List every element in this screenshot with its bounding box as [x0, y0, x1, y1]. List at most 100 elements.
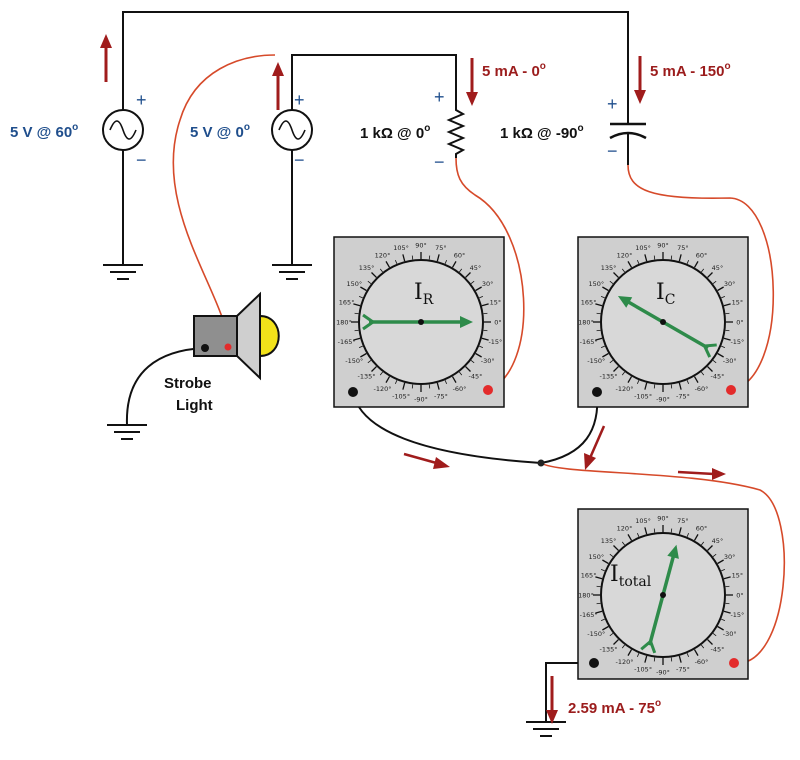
meter-ic-red-terminal: [726, 385, 736, 395]
dial-label: -135°: [600, 646, 618, 654]
dial-tick: [595, 610, 603, 614]
dial-label: 180°: [336, 318, 352, 326]
dial-label: -15°: [730, 338, 744, 346]
probe-wires: [172, 54, 786, 664]
dial-label: -165°: [338, 338, 356, 346]
meter-itotal-red-terminal: [729, 658, 739, 668]
dial-label: -135°: [358, 373, 376, 381]
strobe-lens-housing: [236, 291, 261, 381]
dial-tick: [693, 534, 699, 541]
dial-tick: [483, 329, 488, 332]
dial-tick: [470, 280, 475, 284]
dial-label: -105°: [634, 393, 652, 401]
dial-tick: [367, 360, 372, 364]
dial-tick: [600, 568, 605, 572]
dial-label: 150°: [588, 553, 604, 561]
dial-label: -30°: [481, 357, 495, 365]
dial-tick: [595, 576, 603, 580]
inner-rail-wire: [291, 54, 457, 110]
dial-tick: [465, 272, 471, 278]
dial-tick: [411, 255, 414, 260]
dial-tick: [725, 585, 730, 588]
dial-tick: [600, 345, 605, 349]
dial-label: 30°: [482, 280, 494, 288]
dial-tick: [678, 382, 682, 390]
dial-label: 0°: [736, 318, 743, 326]
dial-tick: [470, 360, 475, 364]
dial-label: 45°: [712, 264, 724, 272]
dial-tick: [621, 644, 625, 649]
dial-label: 105°: [635, 244, 651, 252]
needle-tail: [703, 345, 712, 358]
ac-source-1-minus: −: [136, 150, 147, 170]
dial-label: -90°: [414, 395, 428, 403]
dial-label: 150°: [346, 280, 362, 288]
dial-tick: [436, 254, 440, 262]
dial-tick: [596, 312, 601, 315]
dial-tick: [670, 384, 673, 389]
meter-itotal-needle: [640, 544, 679, 654]
dial-label: -15°: [488, 338, 502, 346]
dial-tick: [717, 286, 724, 292]
dial-label: 90°: [657, 514, 669, 522]
dial-tick: [701, 644, 705, 649]
dial-tick: [479, 345, 484, 349]
dial-tick: [686, 532, 690, 537]
meter-ir: 0°15°30°45°60°75°90°105°120°135°150°165°…: [333, 236, 505, 408]
dial-label: 30°: [724, 553, 736, 561]
dial-tick: [693, 376, 699, 383]
dial-tick: [358, 345, 363, 349]
dial-label: -60°: [695, 658, 709, 666]
dial-label: -105°: [392, 393, 410, 401]
dial-label: 75°: [435, 244, 447, 252]
ac-source-1: + − 5 V @ 60o: [10, 90, 147, 170]
dial-tick: [602, 625, 609, 631]
dial-tick: [707, 272, 713, 278]
dial-tick: [602, 286, 609, 292]
top-rail-wire: [122, 11, 629, 110]
dial-label: 105°: [635, 517, 651, 525]
meter-itotal: 0°15°30°45°60°75°90°105°120°135°150°165°…: [577, 508, 749, 680]
dial-tick: [613, 272, 619, 278]
ground-4: [526, 721, 566, 737]
dial-tick: [428, 384, 431, 389]
dial-tick: [653, 255, 656, 260]
itotal-red-probe-wire: [540, 462, 786, 664]
dial-label: -15°: [730, 611, 744, 619]
dial-label: -75°: [676, 393, 690, 401]
dial-tick: [402, 382, 406, 390]
dial-label: 90°: [657, 241, 669, 249]
meter-ir-ticks: 0°15°30°45°60°75°90°105°120°135°150°165°…: [336, 241, 502, 403]
arrow-right-icon: [403, 452, 450, 469]
ac-source-2: + − 5 V @ 0o: [190, 90, 313, 170]
meter-itotal-black-terminal: [589, 658, 599, 668]
wires: [122, 11, 629, 722]
dial-label: -75°: [434, 393, 448, 401]
dial-tick: [627, 261, 633, 268]
dial-label: 45°: [470, 264, 482, 272]
dial-tick: [621, 268, 625, 273]
needle-tail: [704, 343, 717, 348]
arrow-up-icon: [272, 62, 284, 110]
dial-tick: [613, 366, 619, 372]
dial-tick: [371, 366, 377, 372]
dial-tick: [451, 261, 457, 268]
meter-ic-black-terminal: [592, 387, 602, 397]
needle-arrowhead: [617, 296, 633, 308]
dial-tick: [721, 568, 726, 572]
dial-tick: [475, 286, 482, 292]
strobe-probe-wire: [172, 54, 276, 348]
dial-tick: [644, 527, 648, 535]
dial-tick: [353, 337, 361, 341]
capacitor-plate-bottom: [609, 131, 647, 140]
needle-tail: [362, 320, 374, 331]
dial-tick: [712, 360, 717, 364]
meter-ir-needle: [362, 313, 473, 331]
sine-icon: [278, 120, 306, 140]
dial-tick: [600, 618, 605, 622]
dial-tick: [717, 559, 724, 565]
dial-label: -90°: [656, 668, 670, 676]
dial-label: 15°: [732, 298, 744, 306]
dial-tick: [354, 329, 359, 332]
dial-tick: [360, 286, 367, 292]
